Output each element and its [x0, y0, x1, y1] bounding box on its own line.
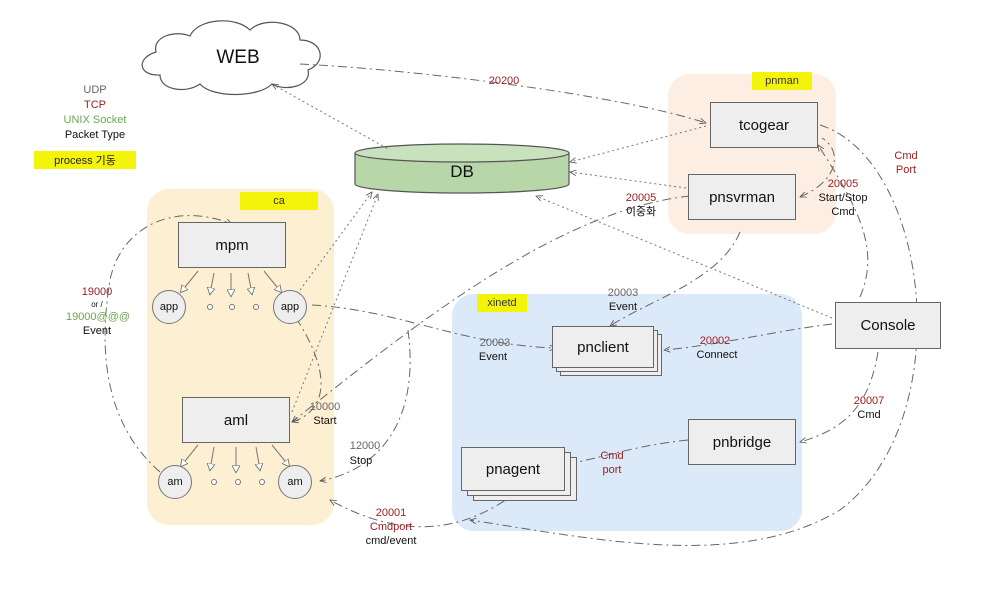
label-event-top: Event	[608, 301, 638, 313]
edge-am-stop	[320, 329, 411, 481]
label-20003-left: 20003	[479, 337, 511, 349]
edge-aml-db	[291, 194, 378, 413]
legend-tcp: TCP	[84, 99, 106, 111]
edge-tcogear-db	[570, 125, 707, 162]
web-cloud	[141, 20, 321, 96]
legend-packet: Packet Type	[64, 129, 126, 141]
label-event-19000: Event	[82, 325, 112, 337]
label-12000: 12000	[349, 440, 381, 452]
edge-app-db	[299, 192, 372, 291]
label-20200: 20200	[488, 75, 520, 87]
am-dot	[211, 479, 217, 485]
pnbridge-box: pnbridge	[688, 419, 796, 465]
legend-process: process 기동	[34, 151, 136, 169]
pnagent-stack: pnagent	[461, 447, 579, 502]
label-20002: 20002	[699, 335, 731, 347]
label-cmdport: Cmdport	[369, 521, 413, 533]
edge-console-tcogear	[818, 145, 869, 298]
label-10000: 10000	[309, 401, 341, 413]
am-dot	[259, 479, 265, 485]
pnclient-stack: pnclient	[552, 326, 664, 378]
am-right: am	[278, 465, 312, 499]
label-cmd-port-2: Port	[895, 164, 917, 176]
label-connect: Connect	[696, 349, 738, 361]
label-19000-unix: 19000@@@	[65, 311, 131, 323]
db-cylinder	[354, 143, 570, 194]
app-left: app	[152, 290, 186, 324]
pnclient-box: pnclient	[552, 326, 654, 368]
app-right: app	[273, 290, 307, 324]
label-dual: 이중화	[625, 206, 657, 218]
region-tag-pnman: pnman	[752, 72, 812, 90]
label-cmd-port-agent-1: Cmd	[600, 450, 624, 462]
am-dot	[235, 479, 241, 485]
label-20005-left: 20005	[625, 192, 657, 204]
region-tag-ca: ca	[240, 192, 318, 210]
edge-pnsvrman-aml	[292, 195, 691, 422]
edge-tcogear-console	[470, 124, 918, 546]
am-left: am	[158, 465, 192, 499]
edge-console-pnbridge	[800, 351, 879, 442]
edge-pnbridge-pnagent	[577, 439, 689, 463]
label-stop: Stop	[349, 455, 373, 467]
label-event-left: Event	[478, 351, 508, 363]
edge-app-aml-loop	[292, 317, 322, 422]
label-cmd-event: cmd/event	[365, 535, 417, 547]
pnsvrman-box: pnsvrman	[688, 174, 796, 220]
label-start: Start	[313, 415, 337, 427]
label-20001: 20001	[375, 507, 407, 519]
edge-web-tcogear	[299, 63, 706, 123]
edge-web-db	[272, 84, 391, 151]
label-19000: 19000	[81, 286, 113, 298]
pnagent-box: pnagent	[461, 447, 565, 491]
mpm-box: mpm	[178, 222, 286, 268]
app-dot	[253, 304, 259, 310]
label-20003-top: 20003	[607, 287, 639, 299]
edge-console-db	[536, 196, 833, 319]
edge-am-mpm-loop	[104, 215, 232, 473]
label-cmd: Cmd	[831, 206, 855, 218]
app-dot	[207, 304, 213, 310]
mpm-fork-arrows	[181, 270, 281, 296]
console-box: Console	[835, 302, 941, 349]
label-start-stop: Start/Stop	[818, 192, 868, 204]
edge-console-pnclient	[664, 323, 833, 350]
label-cmd-port-1: Cmd	[894, 150, 918, 162]
legend-udp: UDP	[83, 84, 107, 96]
label-cmd-20007: Cmd	[857, 409, 881, 421]
aml-fork-arrows	[181, 444, 289, 472]
db-label: DB	[450, 162, 474, 181]
app-dot	[229, 304, 235, 310]
legend-unix: UNIX Socket	[63, 114, 127, 126]
aml-box: aml	[182, 397, 290, 443]
label-or: or /	[91, 300, 103, 309]
tcogear-box: tcogear	[710, 102, 818, 148]
label-20007: 20007	[853, 395, 885, 407]
web-label: WEB	[216, 47, 260, 68]
label-cmd-port-agent-2: port	[602, 464, 622, 476]
region-tag-xinetd: xinetd	[477, 294, 527, 312]
edge-pnsvrman-pnclient	[610, 231, 741, 326]
edge-app-pnclient	[311, 304, 556, 348]
label-20005-right: 20005	[827, 178, 859, 190]
